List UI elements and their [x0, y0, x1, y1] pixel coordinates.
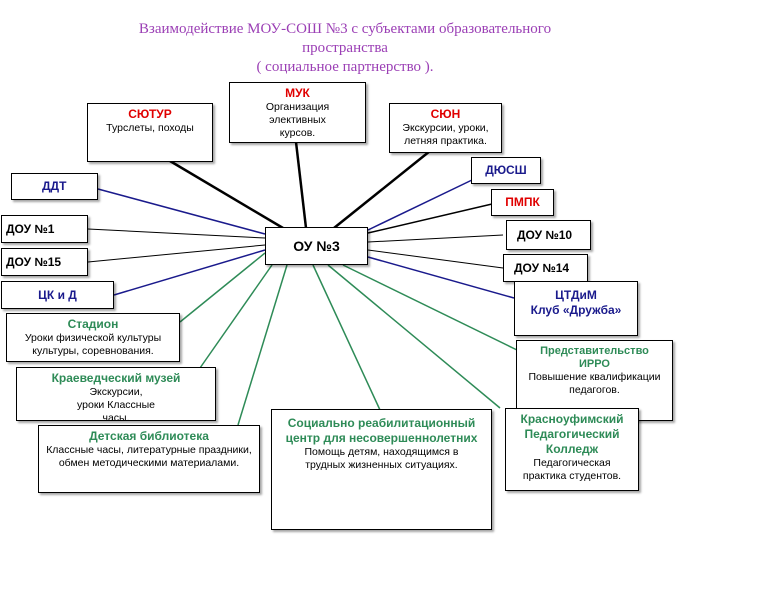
node-college: Красноуфимский Педагогический Колледж Пе…	[505, 408, 639, 491]
node-biblioteka-title: Детская библиотека	[89, 429, 209, 443]
link-ckd	[113, 249, 266, 296]
node-dyussh-title: ДЮСШ	[485, 163, 527, 177]
link-college	[327, 264, 501, 409]
node-syun-text: Экскурсии, уроки, летняя практика.	[402, 122, 489, 147]
node-ctdim-title: ЦТДиМ	[555, 288, 597, 302]
node-dou15: ДОУ №15	[1, 248, 88, 276]
title-line-3: ( социальное партнерство ).	[256, 59, 434, 75]
node-src-title: Социально реабилитационный центр для нес…	[285, 416, 478, 445]
link-stadion	[179, 252, 266, 323]
node-muzey-title: Краеведческий музей	[51, 371, 181, 385]
link-dyussh	[367, 179, 473, 231]
node-dou14: ДОУ №14	[503, 254, 588, 282]
link-syun	[333, 150, 431, 229]
node-irro-text: Повышение квалификации педагогов.	[528, 371, 661, 396]
node-syun-title: СЮН	[430, 107, 461, 121]
node-muzey: Краеведческий музей Экскурсии, уроки Кла…	[16, 367, 216, 424]
node-dou10-title: ДОУ №10	[517, 227, 573, 242]
node-muk-text: Организация элективных курсов.	[265, 101, 330, 139]
link-ctdim	[367, 256, 515, 299]
node-ddt-title: ДДТ	[42, 179, 67, 193]
node-ctdim-subtitle: Клуб «Дружба»	[530, 303, 622, 317]
node-stadion-text: Уроки физической культуры культуры, соре…	[24, 332, 162, 357]
node-biblioteka-text: Классные часы, литературные праздники, о…	[46, 444, 252, 469]
node-college-title: Красноуфимский Педагогический Колледж	[520, 412, 624, 456]
node-syutur-title: СЮТУР	[128, 107, 172, 121]
node-pmpk: ПМПК	[491, 189, 554, 216]
link-muzey	[199, 264, 273, 369]
link-dou1	[87, 228, 266, 239]
node-ckd: ЦК и Д	[1, 281, 114, 309]
node-src: Социально реабилитационный центр для нес…	[271, 409, 492, 530]
node-syutur: СЮТУР Турслеты, походы	[87, 103, 213, 162]
node-syun: СЮН Экскурсии, уроки, летняя практика.	[389, 103, 502, 153]
node-irro: Представительство ИРРО Повышение квалифи…	[516, 340, 673, 421]
link-biblioteka	[237, 264, 288, 426]
node-dou10: ДОУ №10	[506, 220, 591, 250]
node-src-text: Помощь детям, находящимся в трудных жизн…	[304, 446, 459, 471]
center-node-ou3: ОУ №3	[265, 227, 368, 265]
node-syutur-text: Турслеты, походы	[106, 122, 194, 134]
link-syutur	[169, 159, 284, 230]
node-dou14-title: ДОУ №14	[514, 260, 570, 275]
node-irro-title: Представительство ИРРО	[540, 345, 649, 370]
link-muk	[294, 141, 308, 229]
title-line-2: пространства	[302, 40, 388, 56]
link-src	[312, 264, 381, 411]
node-dyussh: ДЮСШ	[471, 157, 541, 184]
link-pmpk	[367, 203, 493, 234]
node-dou1-title: ДОУ №1	[6, 221, 55, 236]
title-line-1: Взаимодействие МОУ-СОШ №3 с субъектами о…	[138, 21, 552, 37]
node-stadion: Стадион Уроки физической культуры культу…	[6, 313, 180, 362]
node-stadion-title: Стадион	[67, 317, 119, 331]
link-dou10	[367, 234, 504, 243]
link-irro	[342, 264, 518, 351]
node-muk-title: МУК	[285, 86, 310, 100]
diagram-title: Взаимодействие МОУ-СОШ №3 с субъектами о…	[80, 20, 610, 77]
node-ckd-title: ЦК и Д	[38, 287, 77, 302]
node-dou1: ДОУ №1	[1, 215, 88, 243]
node-muk: МУК Организация элективных курсов.	[229, 82, 366, 143]
center-node-label: ОУ №3	[293, 238, 340, 254]
node-biblioteka: Детская библиотека Классные часы, литера…	[38, 425, 260, 493]
link-dou14	[367, 249, 504, 269]
node-college-text: Педагогическая практика студентов.	[522, 457, 622, 482]
node-ctdim: ЦТДиМ Клуб «Дружба»	[514, 281, 638, 336]
link-dou15	[87, 244, 266, 263]
node-pmpk-title: ПМПК	[505, 195, 540, 209]
node-ddt: ДДТ	[11, 173, 98, 200]
link-ddt	[97, 188, 266, 235]
node-muzey-text: Экскурсии, уроки Классные часы.	[77, 386, 155, 424]
node-dou15-title: ДОУ №15	[6, 254, 62, 269]
